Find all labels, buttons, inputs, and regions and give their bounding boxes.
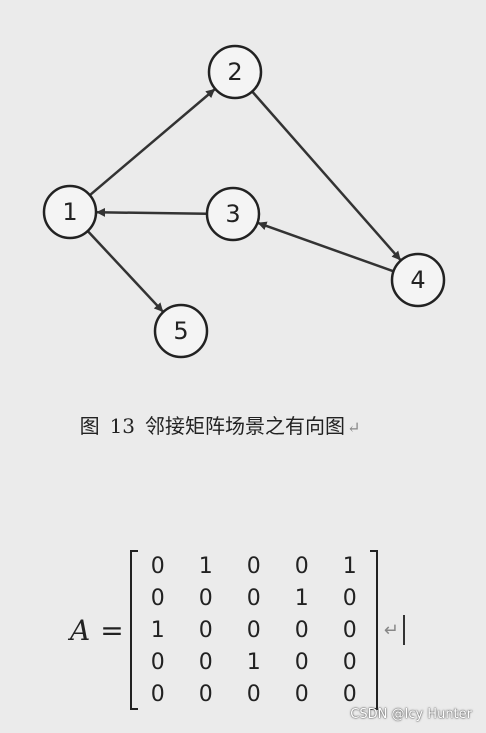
node-label: 4 bbox=[410, 266, 425, 294]
node-5: 5 bbox=[153, 303, 209, 359]
left-bracket bbox=[129, 550, 138, 710]
node-circle bbox=[205, 186, 261, 242]
adjacency-matrix-equation: A = 0 1 0 0 1 0 0 0 1 0 1 0 0 0 0 0 0 1 0 0 0 0 0 0 0 ↵ bbox=[70, 545, 405, 715]
matrix-cell-r3-c4: 0 bbox=[294, 617, 309, 643]
matrix-cell-r3-c2: 0 bbox=[198, 617, 213, 643]
matrix-cell-r1-c2: 1 bbox=[198, 553, 213, 579]
equation-return-mark: ↵ bbox=[383, 619, 399, 641]
edge-1-to-2 bbox=[88, 88, 216, 197]
node-circle bbox=[42, 184, 98, 240]
matrix-cell-r2-c3: 0 bbox=[246, 585, 261, 611]
matrix-cell-r3-c5: 0 bbox=[342, 617, 357, 643]
matrix-cell-r4-c2: 0 bbox=[198, 649, 213, 675]
matrix-cell-r2-c1: 0 bbox=[150, 585, 165, 611]
matrix-cell-r2-c5: 0 bbox=[342, 585, 357, 611]
node-circle bbox=[207, 44, 263, 100]
graph-nodes: 1 2 3 4 5 bbox=[42, 44, 446, 359]
matrix-cell-r5-c1: 0 bbox=[150, 681, 165, 707]
edge-4-to-3 bbox=[257, 221, 394, 273]
node-label: 1 bbox=[62, 198, 77, 226]
matrix-cell-r5-c4: 0 bbox=[294, 681, 309, 707]
node-4: 4 bbox=[390, 252, 446, 308]
node-circle bbox=[153, 303, 209, 359]
caption-text: 邻接矩阵场景之有向图 bbox=[145, 414, 346, 438]
node-label: 2 bbox=[227, 58, 242, 86]
matrix-cell-r2-c2: 0 bbox=[198, 585, 213, 611]
watermark: CSDN @Icy Hunter bbox=[350, 707, 472, 722]
node-1: 1 bbox=[42, 184, 98, 240]
matrix-cell-r5-c3: 0 bbox=[246, 681, 261, 707]
matrix-cell-r4-c3: 1 bbox=[246, 649, 261, 675]
node-2: 2 bbox=[207, 44, 263, 100]
node-3: 3 bbox=[205, 186, 261, 242]
adjacency-matrix: 0 1 0 0 1 0 0 0 1 0 1 0 0 0 0 0 0 1 0 0 0 0 0 0 0 bbox=[134, 550, 374, 710]
text-cursor bbox=[402, 615, 405, 645]
matrix-cell-r2-c4: 1 bbox=[294, 585, 309, 611]
right-bracket bbox=[369, 550, 378, 710]
matrix-cell-r1-c4: 0 bbox=[294, 553, 309, 579]
matrix-cell-r1-c3: 0 bbox=[246, 553, 261, 579]
matrix-cell-r5-c5: 0 bbox=[342, 681, 357, 707]
edge-1-to-5 bbox=[86, 230, 164, 313]
matrix-cell-r5-c2: 0 bbox=[198, 681, 213, 707]
node-label: 5 bbox=[173, 317, 188, 345]
matrix-cell-r4-c4: 0 bbox=[294, 649, 309, 675]
caption-return-mark: ↵ bbox=[347, 418, 361, 437]
matrix-cell-r3-c1: 1 bbox=[150, 617, 165, 643]
directed-graph: 1 2 3 4 5 bbox=[42, 44, 446, 359]
graph-edges bbox=[86, 88, 402, 313]
edge-3-to-1 bbox=[96, 207, 208, 217]
node-circle bbox=[390, 252, 446, 308]
matrix-cell-r4-c1: 0 bbox=[150, 649, 165, 675]
matrix-cell-r4-c5: 0 bbox=[342, 649, 357, 675]
edge-2-to-4 bbox=[251, 90, 402, 261]
caption-number: 13 bbox=[109, 414, 136, 438]
equals-sign: = bbox=[100, 613, 124, 647]
figure-caption: 图 13 邻接矩阵场景之有向图↵ bbox=[0, 410, 440, 439]
node-label: 3 bbox=[225, 200, 240, 228]
matrix-symbol: A bbox=[70, 613, 91, 647]
matrix-cell-r1-c1: 0 bbox=[150, 553, 165, 579]
matrix-cell-r3-c3: 0 bbox=[246, 617, 261, 643]
caption-prefix: 图 bbox=[79, 414, 100, 438]
matrix-cell-r1-c5: 1 bbox=[342, 553, 357, 579]
